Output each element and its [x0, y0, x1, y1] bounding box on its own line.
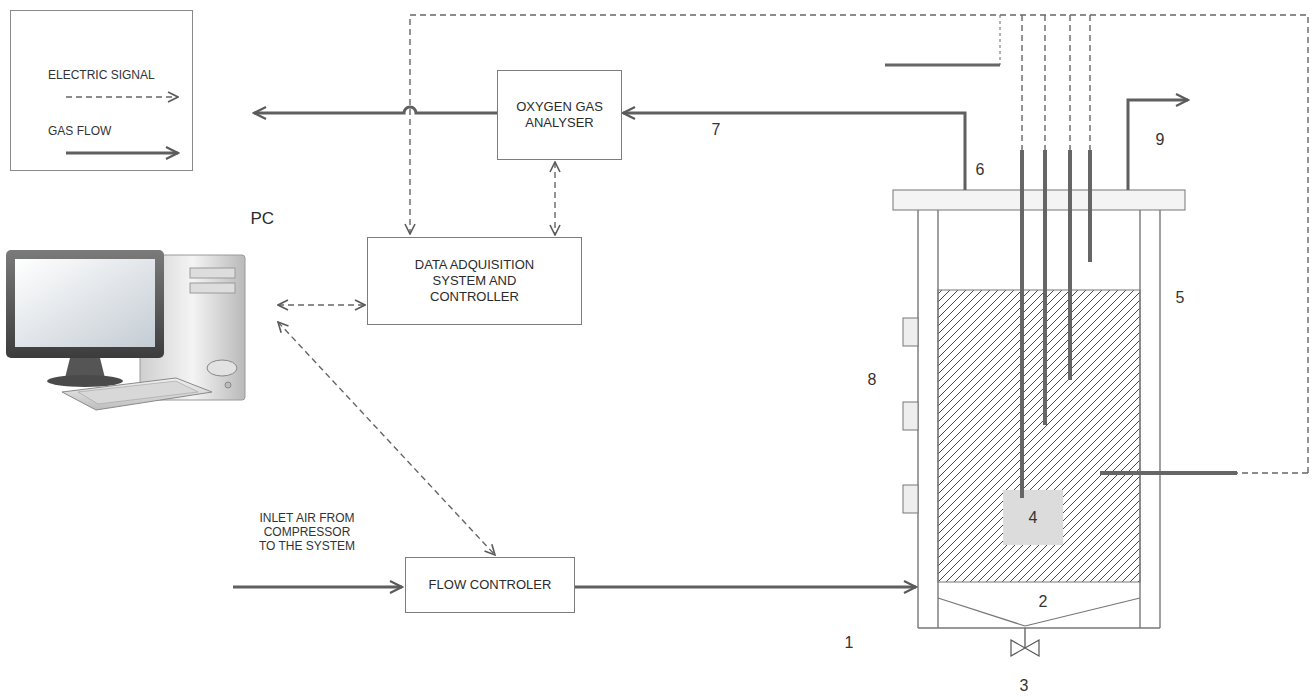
legend-item: GAS FLOW: [48, 123, 188, 161]
thermocouple: [1043, 150, 1047, 425]
node-text: DATA ADQUISITION SYSTEM AND CONTROLLER: [400, 257, 550, 305]
drain-pipe: [1024, 628, 1025, 648]
packed-bed: [938, 290, 1140, 582]
legend-sample: [48, 89, 188, 105]
monitor-screen: [15, 259, 155, 347]
legend-text: GAS FLOW: [48, 123, 188, 139]
monitor-base: [47, 375, 123, 387]
analyser-box: OXYGEN GAS ANALYSER: [497, 70, 622, 160]
callout-number: 2: [1039, 593, 1048, 611]
callout-number: 4: [1029, 509, 1038, 527]
signal-wire: [1044, 15, 1045, 150]
vessel-wall: [1159, 210, 1160, 628]
signal-wire: [1089, 15, 1090, 150]
signal-wire: [1021, 15, 1022, 150]
signal-wire: [1237, 472, 1308, 473]
controller-box: DATA ADQUISITION SYSTEM AND CONTROLLER: [367, 237, 582, 325]
drive-bay: [190, 268, 235, 278]
drive-bay: [190, 283, 235, 293]
node-text: OXYGEN GAS ANALYSER: [506, 99, 613, 131]
ambient-sensor: [885, 64, 1000, 67]
gas-line: [233, 586, 402, 589]
heater-port: [903, 318, 918, 346]
vessel-lid: [893, 190, 1185, 210]
thermocouple: [1068, 150, 1072, 380]
callout-number: 8: [868, 371, 877, 389]
gas-line: [623, 113, 965, 190]
computer: PC: [4, 205, 276, 417]
legend-item: ELECTRIC SIGNAL: [48, 67, 188, 105]
vessel-wall: [1139, 210, 1140, 628]
node-text: PC: [250, 209, 274, 229]
signal-wire: [1000, 15, 1001, 65]
thermocouple: [1088, 150, 1092, 262]
mouse: [207, 360, 237, 376]
callout-number: 9: [1156, 131, 1165, 149]
callout-number: 1: [845, 634, 854, 652]
gas-line: [1128, 100, 1188, 190]
callout-number: 5: [1176, 289, 1185, 307]
vessel-bottom: [918, 627, 1160, 628]
signal-connector: [554, 162, 555, 235]
signal-wire: [1069, 15, 1070, 150]
drain-valve: [1011, 640, 1039, 656]
flow-controller-box: FLOW CONTROLER: [405, 557, 575, 613]
gas-line: [254, 107, 497, 113]
signal-connector: [278, 304, 365, 305]
callout-number: 6: [976, 161, 985, 179]
keyboard-keys: [78, 381, 198, 404]
callout-number: 7: [712, 121, 721, 139]
inlet-note: INLET AIR FROM COMPRESSOR TO THE SYSTEM: [255, 511, 359, 553]
monitor-bezel: [6, 250, 164, 358]
thermocouple: [1020, 150, 1024, 498]
vessel-wall: [937, 210, 938, 628]
callout-number: 3: [1020, 677, 1029, 695]
side-probe: [1100, 471, 1237, 475]
legend-sample: [48, 145, 188, 161]
vessel-interior: [938, 210, 1140, 628]
gas-line: [575, 586, 916, 589]
sample-basket: [1003, 490, 1063, 545]
legend-box: [11, 11, 193, 171]
bottom-cone: [938, 598, 1025, 626]
keyboard: [62, 378, 212, 410]
node-text: FLOW CONTROLER: [429, 577, 552, 593]
power-button: [225, 382, 231, 388]
heater-port: [903, 485, 918, 513]
heater-port: [903, 402, 918, 430]
legend-line: [66, 152, 178, 155]
legend-line: [66, 96, 178, 97]
legend-text: ELECTRIC SIGNAL: [48, 67, 188, 83]
